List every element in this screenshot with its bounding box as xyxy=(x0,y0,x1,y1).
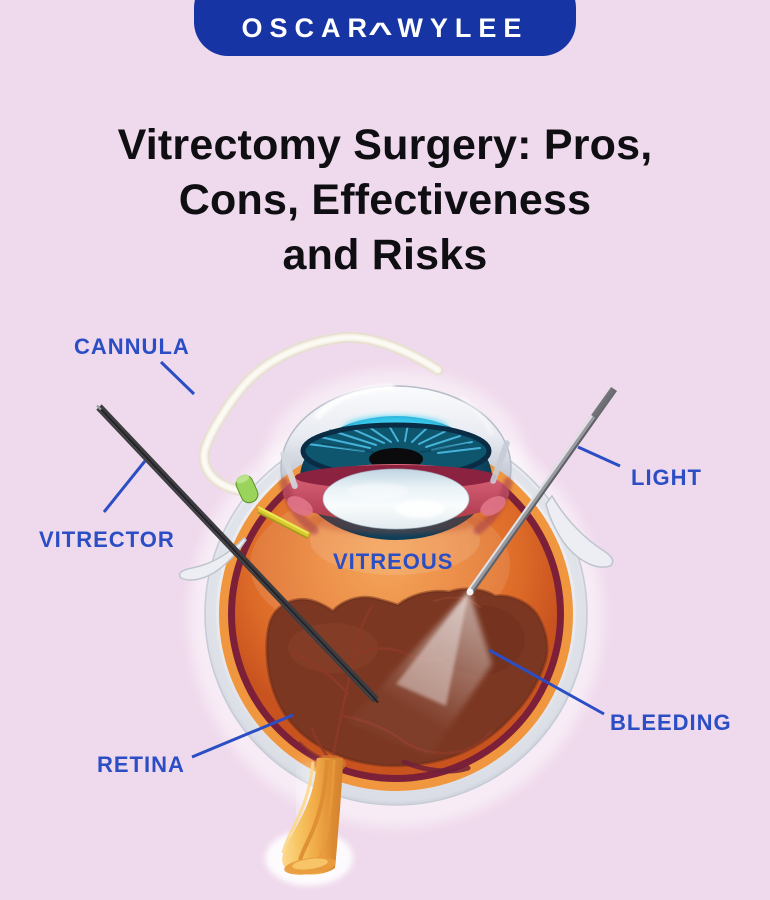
page-title: Vitrectomy Surgery: Pros, Cons, Effectiv… xyxy=(117,121,653,280)
cannula-tube xyxy=(198,331,444,497)
light-leader-line xyxy=(577,445,621,468)
retina-leader-line xyxy=(191,713,294,759)
label-retina: RETINA xyxy=(97,752,185,777)
label-cannula: CANNULA xyxy=(74,334,190,359)
optic-nerve xyxy=(265,758,353,886)
brand-logo-text: OSCAR^WYLEE xyxy=(241,12,529,48)
conjunctiva-folds xyxy=(178,494,614,581)
vitrector-leader-line xyxy=(102,460,147,513)
vitrector-tool xyxy=(96,404,379,704)
brand-name-left: OSCAR xyxy=(241,13,375,43)
brand-logo-pill: OSCAR^WYLEE xyxy=(194,0,576,56)
label-light: LIGHT xyxy=(631,465,702,490)
infusion-needle xyxy=(257,506,311,540)
light-probe xyxy=(466,386,617,596)
label-bleeding: BLEEDING xyxy=(610,710,732,735)
cannula-port xyxy=(235,474,259,504)
cannula-leader-line xyxy=(159,360,196,396)
lens xyxy=(322,468,470,530)
label-vitrector: VITRECTOR xyxy=(39,527,175,552)
leader-lines xyxy=(102,360,621,759)
bleeding-leader-line xyxy=(488,648,605,716)
label-vitreous: VITREOUS xyxy=(333,549,454,574)
brand-name-right: WYLEE xyxy=(397,13,529,43)
brand-caret-mark: ^ xyxy=(368,17,404,48)
cornea-highlights xyxy=(280,384,510,489)
light-beam xyxy=(348,591,492,756)
